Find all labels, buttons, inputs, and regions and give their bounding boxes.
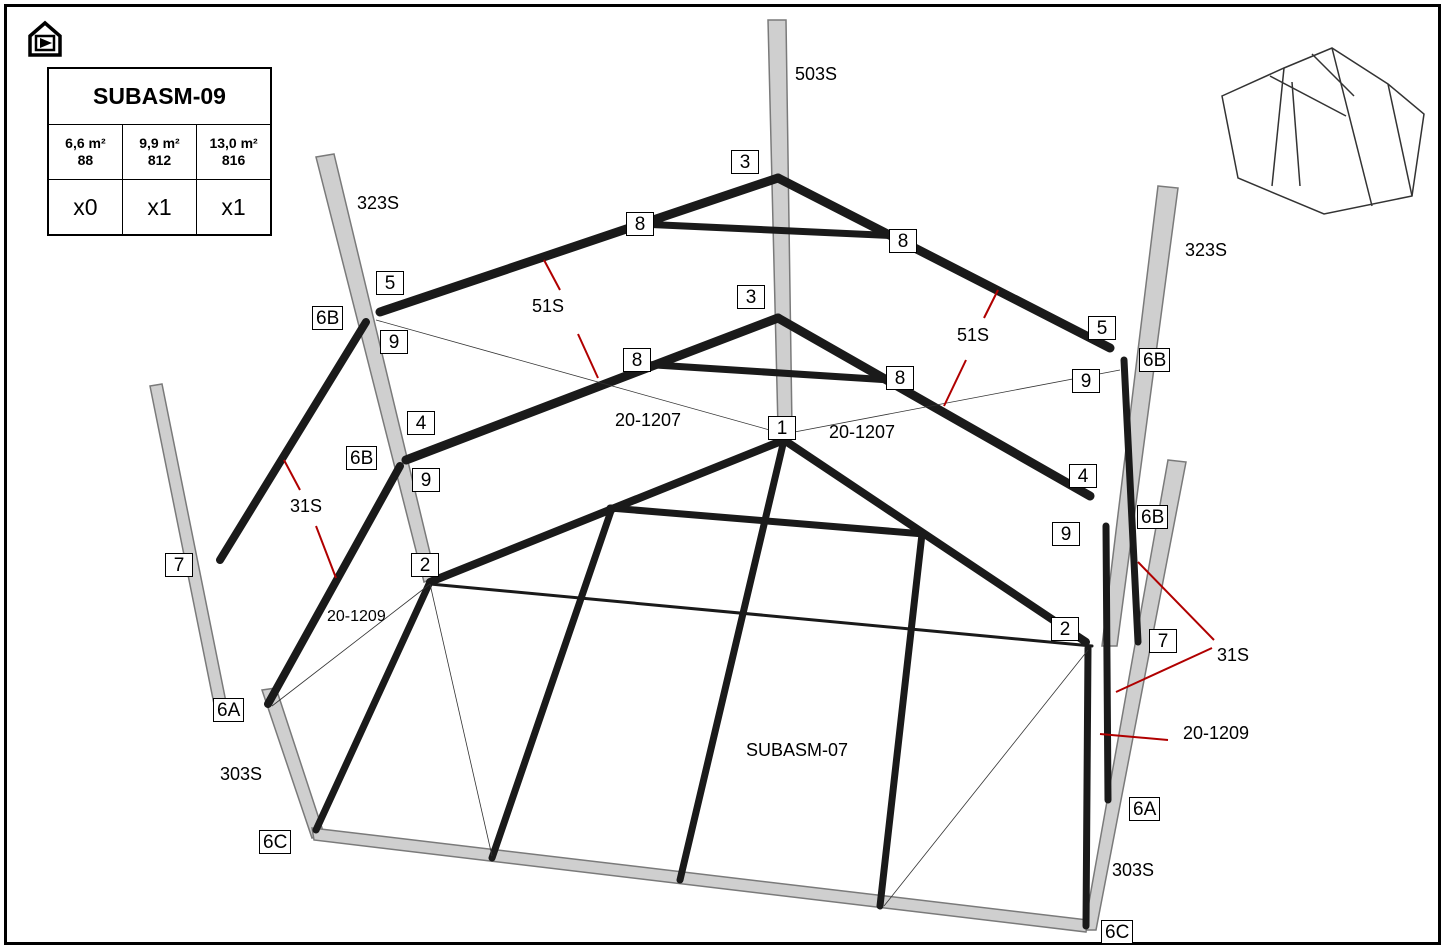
label-503s: 503S (795, 64, 838, 84)
callout-8-mid-right: 8 (886, 366, 914, 390)
leader-51s-right-b (943, 359, 967, 407)
label-31s-right: 31S (1217, 645, 1250, 665)
post-323s-right (1101, 185, 1179, 647)
callout-6a-left: 6A (213, 698, 245, 722)
base-rail (311, 827, 1089, 933)
eave-left-to-peak (426, 436, 788, 586)
diag-left-a (271, 583, 431, 707)
callout-9-left-mid: 9 (412, 468, 440, 492)
wire-right (783, 369, 1121, 435)
post-503s (767, 19, 793, 429)
eave-right-to-peak (780, 436, 1090, 646)
leader-lines (283, 259, 1215, 741)
callout-5-right: 5 (1088, 316, 1116, 340)
post-303s-right (1083, 459, 1187, 931)
leader-31s-left-b (315, 525, 337, 579)
callout-8-top-left: 8 (626, 212, 654, 236)
label-20-1207-left: 20-1207 (615, 410, 682, 430)
rafter-top-right (773, 173, 1115, 353)
side-303s-left (261, 687, 325, 839)
label-303s-left: 303S (220, 764, 263, 784)
label-20-1209-right: 20-1209 (1183, 723, 1250, 743)
callout-9-right-mid: 9 (1052, 522, 1080, 546)
label-303s-right: 303S (1112, 860, 1155, 880)
label-51s-right: 51S (957, 325, 990, 345)
leader-1209-right (1099, 733, 1169, 741)
label-51s-left: 51S (532, 296, 565, 316)
callout-7-left: 7 (165, 553, 193, 577)
label-323s-left: 323S (357, 193, 400, 213)
brace-right-top (1120, 356, 1142, 646)
floor-joist-1 (312, 578, 434, 834)
black-members (216, 173, 1142, 930)
brace-left-top (216, 318, 370, 564)
callout-1: 1 (768, 416, 796, 440)
callout-8-mid-left: 8 (623, 348, 651, 372)
home-icon[interactable] (26, 20, 64, 58)
diag-left-b (429, 583, 493, 857)
label-31s-left: 31S (290, 496, 323, 516)
callout-2-right: 2 (1051, 617, 1079, 641)
floor-joist-5 (1082, 644, 1092, 930)
post-303s-left (149, 383, 229, 715)
rafter-mid-left (401, 313, 783, 465)
callout-8-top-right: 8 (889, 229, 917, 253)
callout-6c-right: 6C (1101, 920, 1134, 944)
floor-joist-2 (488, 504, 616, 862)
diag-right-a (883, 649, 1089, 907)
leader-51s-left-b (577, 333, 599, 379)
label-323s-right: 323S (1185, 240, 1228, 260)
callout-6a-right: 6A (1129, 797, 1161, 821)
wire-left (375, 319, 785, 435)
callout-6c-left: 6C (259, 830, 292, 854)
leader-51s-left-a (543, 259, 561, 291)
callout-6b-right-mid: 6B (1137, 505, 1169, 529)
callout-6b-left-mid: 6B (346, 446, 378, 470)
callout-4-right: 4 (1069, 464, 1097, 488)
callout-5-left: 5 (376, 271, 404, 295)
leader-51s-right-a (983, 289, 999, 319)
callout-6b-left-top: 6B (312, 306, 344, 330)
wire-lines (271, 319, 1121, 907)
callout-2-left: 2 (411, 553, 439, 577)
subassembly-title: SUBASM-09 (47, 67, 272, 125)
leader-31s-right-a (1137, 561, 1215, 641)
callout-6b-right-top: 6B (1139, 348, 1171, 372)
label-subasm-07: SUBASM-07 (746, 740, 849, 760)
qty-cell: x1 (196, 179, 272, 236)
callout-9-left-top: 9 (380, 330, 408, 354)
greenhouse-thumbnail (1221, 47, 1425, 215)
brace-left-mid (264, 462, 404, 708)
page-frame (4, 4, 1441, 945)
callout-7-right: 7 (1149, 629, 1177, 653)
callout-9-right-top: 9 (1072, 369, 1100, 393)
grey-posts (149, 19, 1187, 933)
leader-31s-left-a (283, 459, 301, 491)
qty-cell: x0 (47, 179, 123, 236)
rafter-top-left (375, 173, 783, 317)
callout-4-left: 4 (407, 411, 435, 435)
callout-3-mid: 3 (737, 285, 765, 309)
purlin-mid (636, 360, 894, 384)
purlin-top (636, 220, 904, 240)
leader-31s-right-b (1115, 647, 1213, 693)
label-20-1207-right: 20-1207 (829, 422, 896, 442)
gable-beam (428, 582, 1094, 648)
label-20-1209-left: 20-1209 (327, 608, 386, 625)
rafter-mid-right (773, 313, 1095, 501)
floor-joist-4 (876, 530, 926, 910)
brace-right-mid (1102, 522, 1112, 804)
callout-3-top: 3 (731, 150, 759, 174)
qty-cell: x1 (121, 179, 198, 236)
floor-joist-3 (676, 436, 788, 884)
